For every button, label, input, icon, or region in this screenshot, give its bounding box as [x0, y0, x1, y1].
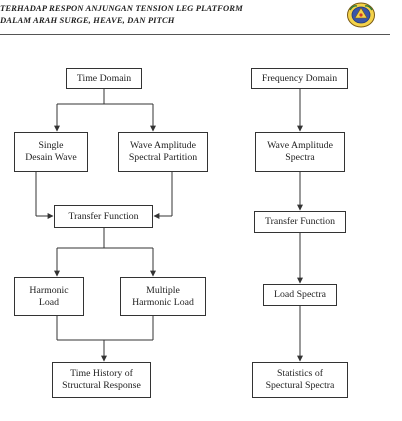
box-multiple-harmonic-load: Multiple Harmonic Load — [120, 277, 206, 316]
box-transfer-function-left-label: Transfer Function — [68, 210, 139, 222]
box-spectral-partition-line-1: Wave Amplitude — [130, 140, 196, 151]
box-wave-amplitude-spectra: Wave Amplitude Spectra — [255, 132, 345, 172]
box-wave-amplitude-spectra-line-2: Spectra — [285, 152, 315, 163]
box-time-domain-label: Time Domain — [76, 72, 132, 84]
box-transfer-function-right-label: Transfer Function — [264, 216, 336, 227]
box-load-spectra-label: Load Spectra — [274, 289, 326, 300]
box-wave-amplitude-spectra-line-1: Wave Amplitude — [267, 140, 333, 151]
box-time-history: Time History of Structural Response — [52, 362, 151, 398]
box-multiple-harmonic-load-line-1: Multiple — [146, 284, 180, 296]
box-transfer-function-left: Transfer Function — [54, 205, 153, 228]
box-time-domain: Time Domain — [66, 68, 142, 89]
box-load-spectra: Load Spectra — [263, 284, 337, 306]
box-statistics-line-2: Spectural Spectra — [265, 380, 335, 391]
box-spectral-partition-line-2: Spectral Partition — [128, 152, 198, 163]
box-time-history-line-1: Time History of — [70, 368, 133, 379]
box-single-design-wave: Single Desain Wave — [14, 132, 88, 172]
box-single-design-wave-line-1: Single — [38, 140, 64, 151]
box-multiple-harmonic-load-line-2: Harmonic Load — [132, 296, 194, 308]
box-harmonic-load-line-1: Harmonic — [29, 284, 69, 296]
box-wave-amplitude-spectral-partition: Wave Amplitude Spectral Partition — [118, 132, 208, 172]
header-title-line-1: TERHADAP RESPON ANJUNGAN TENSION LEG PLA… — [0, 3, 243, 13]
box-frequency-domain-label: Frequency Domain — [261, 72, 338, 84]
header-divider — [0, 34, 390, 35]
box-transfer-function-right: Transfer Function — [254, 211, 346, 233]
box-harmonic-load: Harmonic Load — [14, 277, 84, 316]
box-frequency-domain: Frequency Domain — [251, 68, 348, 89]
box-time-history-line-2: Structural Response — [62, 380, 141, 391]
box-single-design-wave-line-2: Desain Wave — [25, 152, 77, 163]
box-harmonic-load-line-2: Load — [38, 296, 60, 308]
university-seal-icon — [347, 2, 375, 28]
box-statistics-line-1: Statistics of — [276, 368, 323, 379]
header-title-line-2: DALAM ARAH SURGE, HEAVE, DAN PITCH — [0, 15, 175, 25]
box-statistics-spectral: Statistics of Spectural Spectra — [252, 362, 348, 398]
